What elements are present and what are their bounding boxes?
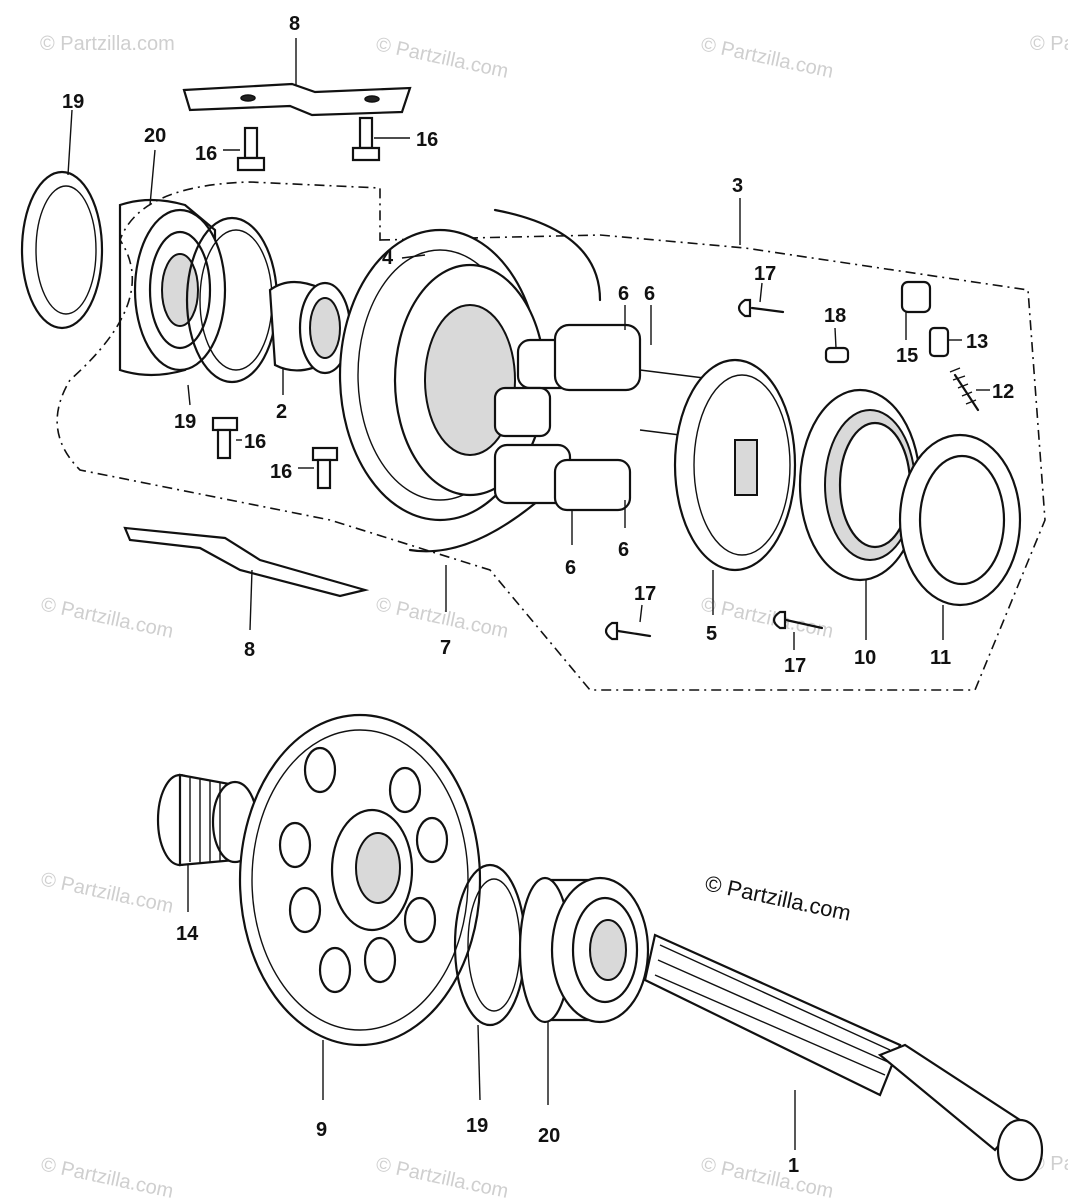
- callout-16-mid-right: 16: [270, 461, 292, 483]
- callout-14: 14: [176, 923, 199, 945]
- part-14-needle-bearing: [156, 773, 259, 867]
- callout-7: 7: [440, 637, 451, 659]
- part-4-gear: [338, 228, 547, 522]
- watermark: © Partzilla.com: [40, 33, 175, 55]
- callout-18: 18: [824, 305, 846, 327]
- callout-16-top-left: 16: [195, 143, 217, 165]
- watermark: © Partzilla.com: [374, 593, 510, 643]
- callouts: 8 19 20 16 16 3 4 17 6 6 18 15 13 12 19 …: [62, 13, 1014, 1177]
- callout-16-top-right: 16: [416, 129, 438, 151]
- copyright-credit: © Partzilla.com: [703, 870, 853, 925]
- callout-5: 5: [706, 623, 717, 645]
- part-19-snap-ring-left: [20, 170, 104, 330]
- callout-6-b: 6: [644, 283, 655, 305]
- watermark: © Partzilla.com: [1030, 33, 1068, 55]
- part-20-bearing-lower: [518, 876, 650, 1024]
- assembly-3-outline: [56, 181, 1046, 691]
- part-2-collar: [268, 280, 352, 375]
- watermarks: © Partzilla.com © Partzilla.com © Partzi…: [39, 33, 1068, 1200]
- callout-1: 1: [788, 1155, 799, 1177]
- watermark: © Partzilla.com: [374, 33, 510, 83]
- callout-10: 10: [854, 647, 876, 669]
- callout-16-mid-left: 16: [244, 431, 266, 453]
- part-6-dampers: [493, 323, 642, 512]
- part-20-bearing-left: [118, 198, 227, 377]
- part-8-plate-bottom: [123, 526, 370, 598]
- callout-13: 13: [966, 331, 988, 353]
- watermark: © Partzilla.com: [699, 33, 835, 83]
- callout-20-bottom: 20: [538, 1125, 560, 1147]
- part-10-housing: [798, 388, 922, 582]
- callout-6-a: 6: [618, 283, 629, 305]
- callout-20-top: 20: [144, 125, 166, 147]
- part-11-washer: [898, 433, 1022, 607]
- callout-19-top: 19: [62, 91, 84, 113]
- part-19-snap-ring-mid: [185, 216, 279, 384]
- watermark: © Partzilla.com: [39, 868, 175, 918]
- part-5-plate: [673, 358, 797, 572]
- watermark: © Partzilla.com: [699, 1153, 835, 1200]
- part-16-bolts-top: [236, 116, 381, 172]
- part-1-shaft: [643, 933, 1044, 1182]
- callout-4: 4: [382, 247, 394, 269]
- watermark: © Partzilla.com: [39, 1153, 175, 1200]
- callout-12: 12: [992, 381, 1014, 403]
- callout-6-c: 6: [565, 557, 576, 579]
- callout-2: 2: [276, 401, 287, 423]
- callout-9: 9: [316, 1119, 327, 1141]
- callout-19-bottom: 19: [466, 1115, 488, 1137]
- part-8-plate-top: [182, 82, 412, 117]
- callout-17-mid: 17: [634, 583, 656, 605]
- watermark: © Partzilla.com: [374, 1153, 510, 1200]
- callout-6-d: 6: [618, 539, 629, 561]
- callout-15: 15: [896, 345, 918, 367]
- part-9-gear: [238, 713, 482, 1047]
- watermark: © Partzilla.com: [699, 593, 835, 643]
- callout-17-bottom: 17: [784, 655, 806, 677]
- callout-19-mid: 19: [174, 411, 196, 433]
- callout-17-top: 17: [754, 263, 776, 285]
- callout-8-bottom: 8: [244, 639, 255, 661]
- callout-11: 11: [930, 647, 951, 669]
- callout-3: 3: [732, 175, 743, 197]
- part-7-chain: [408, 208, 602, 553]
- watermark: © Partzilla.com: [39, 593, 175, 643]
- parts-15-13-12-18-17: [604, 280, 980, 641]
- part-16-bolts-lower: [211, 416, 339, 490]
- callout-8-top: 8: [289, 13, 300, 35]
